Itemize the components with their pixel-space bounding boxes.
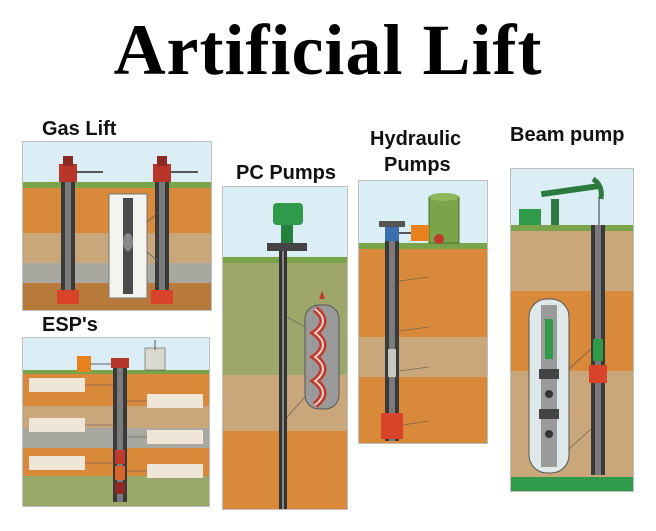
pc-pumps-label: PC Pumps [236,162,337,184]
beam-pump-diagram [510,168,634,492]
pc-pumps-diagram [222,186,348,510]
hydraulic-label-line1: Hydraulic [370,128,462,150]
esp-label: ESP's [42,314,98,336]
beam-pump-label: Beam pump [510,124,625,146]
hydraulic-diagram [358,180,488,444]
hydraulic-label-line2: Pumps [384,154,451,176]
page-title: Artificial Lift [113,10,543,90]
esp-diagram [22,337,210,507]
gas-lift-label: Gas Lift [42,118,117,140]
gas-lift-diagram [22,141,212,311]
